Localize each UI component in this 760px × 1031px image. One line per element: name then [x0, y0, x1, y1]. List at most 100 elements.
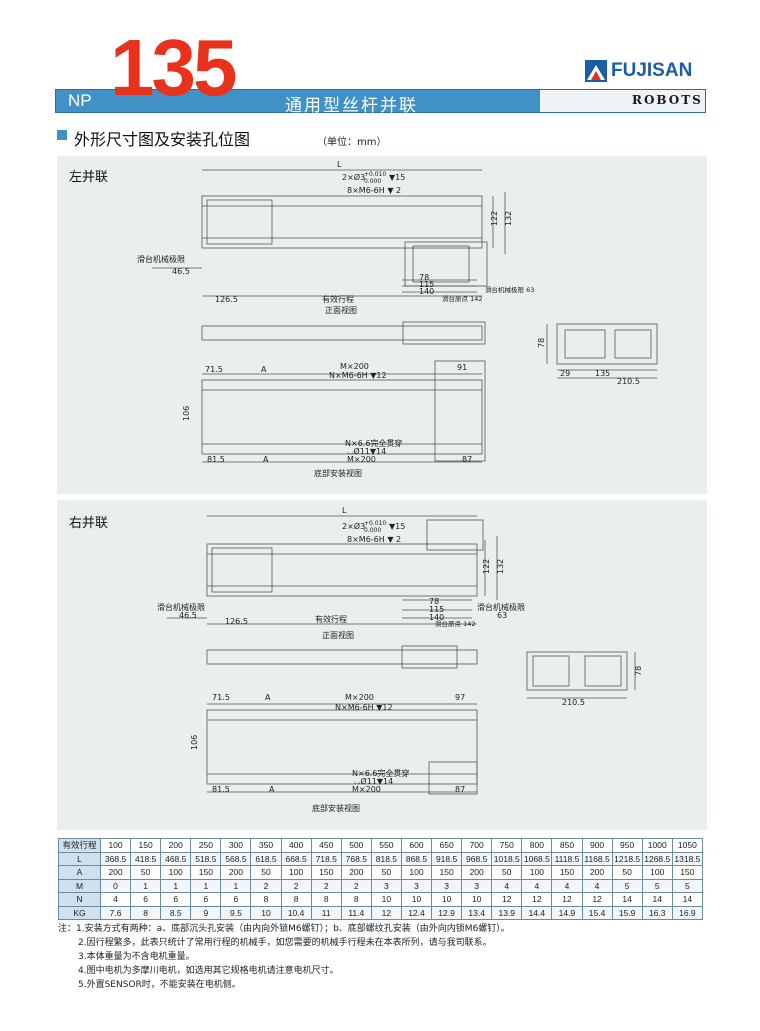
row-header: N: [58, 892, 101, 907]
table-cell: 50: [130, 865, 162, 880]
table-cell: 8: [310, 892, 342, 907]
table-cell: 800: [521, 838, 553, 853]
table-cell: 150: [551, 865, 583, 880]
table-cell: 10: [400, 892, 433, 907]
table-cell: 14.9: [551, 905, 583, 920]
note-4: 4.图中电机为多摩川电机，如选用其它规格电机请注意电机尺寸。: [78, 966, 339, 976]
dim-78: 78: [419, 273, 429, 282]
motor-bottom-view: [428, 761, 478, 795]
table-cell: 50: [370, 865, 402, 880]
table-cell: 100: [160, 865, 192, 880]
table-cell: 5: [611, 878, 643, 893]
section-title: 外形尺寸图及安装孔位图: [74, 130, 251, 149]
table-cell: 1318.5: [671, 851, 704, 866]
mech-limit-right: 滑台机械极限 63: [485, 285, 534, 294]
table-cell: 1168.5: [581, 851, 613, 866]
dim-140: 140: [419, 287, 434, 296]
table-cell: 100: [280, 865, 312, 880]
table-cell: 568.5: [220, 851, 252, 866]
table-cell: 9: [190, 905, 222, 920]
fujisan-logo-icon: [585, 60, 607, 82]
dim-132: 132: [504, 211, 513, 226]
front-view-label: 正面视图: [322, 630, 354, 640]
table-cell: 2: [250, 878, 282, 893]
table-cell: 10: [250, 905, 282, 920]
table-cell: 3: [400, 878, 433, 893]
pin-tol-upper: +0.010: [364, 520, 386, 527]
table-cell: 1: [130, 878, 162, 893]
slider-block-front: [206, 199, 273, 245]
dim-115: 115: [419, 280, 434, 289]
dim-87: 87: [455, 785, 465, 794]
row-header: KG: [58, 905, 101, 920]
table-cell: 1: [190, 878, 222, 893]
dim-140: 140: [429, 613, 444, 622]
n-hole-text: N×6.6完全贯穿: [352, 768, 409, 778]
table-cell: 550: [370, 838, 402, 853]
table-cell: 14: [611, 892, 643, 907]
table-cell: 50: [611, 865, 643, 880]
table-cell: 0: [99, 878, 132, 893]
note-2: 2.因行程繁多，此表只统计了常用行程的机械手，如您需要的机械手行程未在本表所列，…: [78, 938, 492, 948]
dim-122: 122: [490, 211, 499, 226]
table-cell: 12: [581, 892, 613, 907]
table-cell: 818.5: [370, 851, 402, 866]
table-cell: 650: [431, 838, 463, 853]
note-5: 5.外置SENSOR时，不能安装在电机侧。: [78, 980, 241, 990]
table-cell: 518.5: [190, 851, 222, 866]
table-cell: 1218.5: [611, 851, 643, 866]
table-cell: 468.5: [160, 851, 192, 866]
dim-81-5: 81.5: [212, 785, 230, 794]
table-cell: 13.9: [491, 905, 523, 920]
side-dim-78: 78: [634, 666, 643, 676]
table-cell: 4: [551, 878, 583, 893]
side-view-body: [556, 323, 658, 365]
dim-63: 63: [497, 611, 507, 620]
table-cell: 8: [340, 892, 372, 907]
table-cell: 14.4: [521, 905, 553, 920]
cbore-text: ⌴Ø11▼14: [347, 446, 386, 456]
notes: 注：1.安装方式有两种：a、底部沉头孔安装（由内向外锁M6螺钉）；b、底部螺纹孔…: [58, 922, 510, 992]
dim-87: 87: [462, 455, 472, 464]
dim-106: 106: [182, 406, 191, 421]
row-header: A: [58, 865, 101, 880]
table-cell: 8: [280, 892, 312, 907]
table-cell: 1050: [671, 838, 704, 853]
side-dim-29: 29: [560, 369, 570, 378]
table-cell: 9.5: [220, 905, 252, 920]
dim-132: 132: [496, 559, 505, 574]
right-parallel-panel: 右并联: [57, 500, 707, 830]
front-view-label: 正面视图: [325, 305, 357, 315]
dim-78: 78: [429, 597, 439, 606]
bottom-view-label: 底部安装视图: [312, 803, 360, 813]
table-cell: 8.5: [160, 905, 192, 920]
table-cell: 200: [461, 865, 493, 880]
table-cell: 7.6: [99, 905, 132, 920]
table-cell: 968.5: [461, 851, 493, 866]
slider-block-front: [211, 547, 273, 593]
table-cell: 200: [99, 865, 132, 880]
table-cell: 6: [220, 892, 252, 907]
dim-126-5: 126.5: [225, 617, 248, 626]
table-cell: 100: [400, 865, 433, 880]
table-cell: 200: [220, 865, 252, 880]
table-cell: 350: [250, 838, 282, 853]
pin-spec-text: 2×Ø3: [342, 172, 365, 182]
dim-106: 106: [190, 735, 199, 750]
dim-81-5: 81.5: [207, 455, 225, 464]
n-hole-text: N×6.6完全贯穿: [345, 438, 402, 448]
dim-71-5: 71.5: [212, 693, 230, 702]
table-cell: 2: [310, 878, 342, 893]
table-cell: 418.5: [130, 851, 162, 866]
row-header: 有效行程: [58, 838, 101, 853]
table-cell: 368.5: [99, 851, 132, 866]
table-cell: 6: [160, 892, 192, 907]
table-cell: 1118.5: [551, 851, 583, 866]
stroke-text: 有效行程: [322, 294, 354, 304]
table-cell: 3: [461, 878, 493, 893]
m200-bot: M×200: [347, 455, 376, 464]
